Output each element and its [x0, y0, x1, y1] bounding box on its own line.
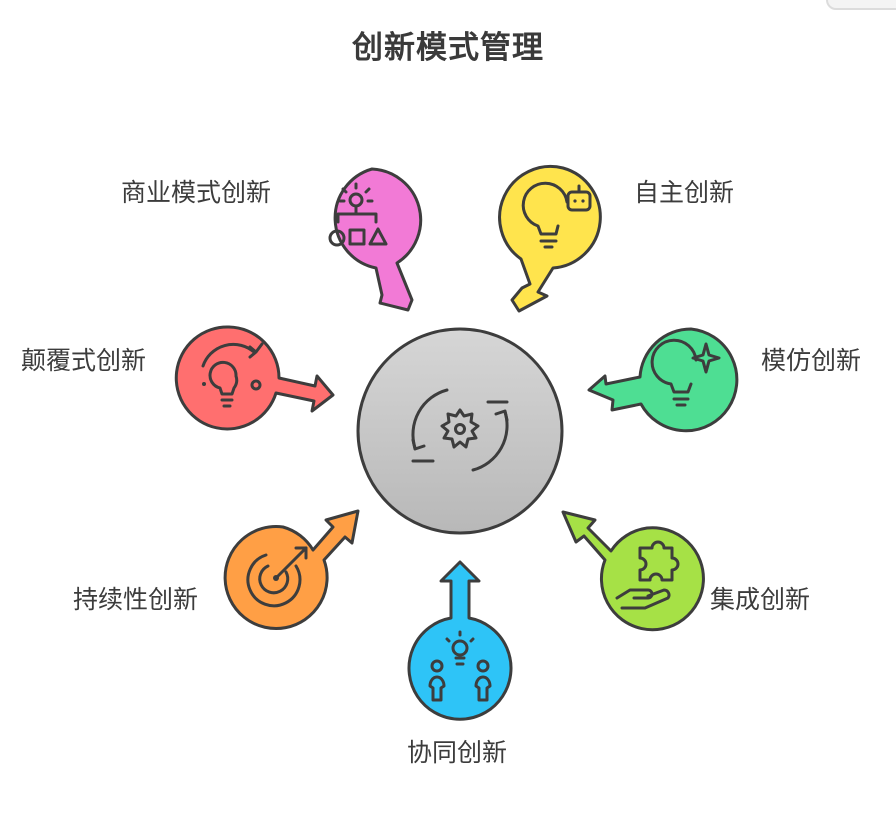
- node-imitation[interactable]: [587, 327, 739, 433]
- center-node: [356, 327, 564, 535]
- target-arrow-icon: [246, 546, 308, 608]
- node-collaborative[interactable]: [407, 560, 513, 721]
- node-disruptive[interactable]: [174, 325, 335, 431]
- label-imitation: 模仿创新: [761, 346, 862, 375]
- label-integration: 集成创新: [710, 585, 811, 614]
- bulb-robot-icon: [521, 181, 592, 249]
- page-title: 创新模式管理: [352, 30, 544, 66]
- corner-tab: [826, 0, 896, 10]
- node-integration[interactable]: [561, 510, 705, 632]
- idea-flowchart-icon: [328, 182, 388, 247]
- label-independent: 自主创新: [634, 178, 735, 207]
- label-collaborative: 协同创新: [407, 738, 508, 767]
- node-independent[interactable]: [498, 164, 602, 313]
- label-sustaining: 持续性创新: [73, 585, 199, 614]
- node-sustaining[interactable]: [223, 509, 360, 630]
- hand-puzzle-icon: [615, 540, 680, 610]
- node-business-model[interactable]: [328, 167, 423, 312]
- team-idea-icon: [428, 630, 492, 702]
- bulb-sparkle-icon: [650, 338, 721, 407]
- bulb-orbit-icon: [201, 342, 264, 408]
- gear-cycle-icon: [411, 388, 509, 472]
- label-business-model: 商业模式创新: [121, 178, 272, 207]
- label-disruptive: 颠覆式创新: [21, 346, 147, 375]
